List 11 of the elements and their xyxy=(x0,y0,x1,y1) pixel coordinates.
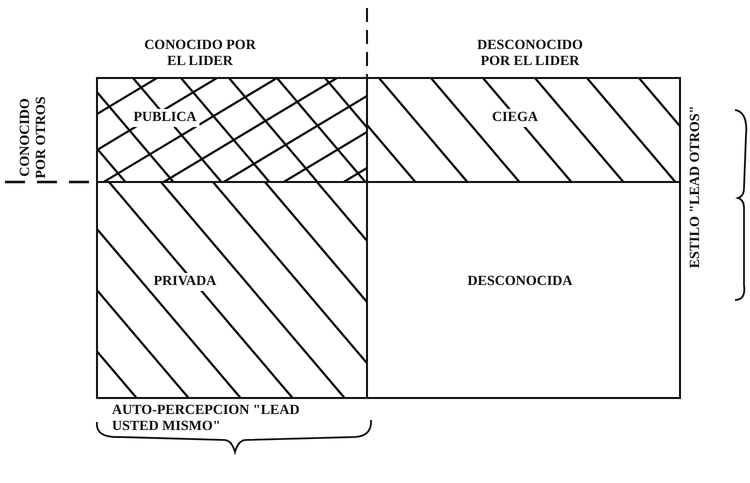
axis-label: CONOCIDO POR EL LIDER xyxy=(143,38,257,70)
axis-label: DESCONOCIDO POR EL LIDER xyxy=(476,38,584,70)
hatched-quadrant xyxy=(366,77,681,183)
blank-quadrant xyxy=(366,181,681,399)
hatched-quadrant xyxy=(96,181,368,399)
hatched-quadrant xyxy=(96,77,368,183)
quadrant-label: PRIVADA xyxy=(150,273,220,291)
quadrant-label: PUBLICA xyxy=(130,109,200,127)
axis-label: CONOCIDO POR OTROS xyxy=(18,95,50,181)
axis-label: AUTO-PERCEPCION "LEAD USTED MISMO" xyxy=(112,403,301,436)
axis-label: ESTILO "LEAD OTROS" xyxy=(688,104,704,270)
